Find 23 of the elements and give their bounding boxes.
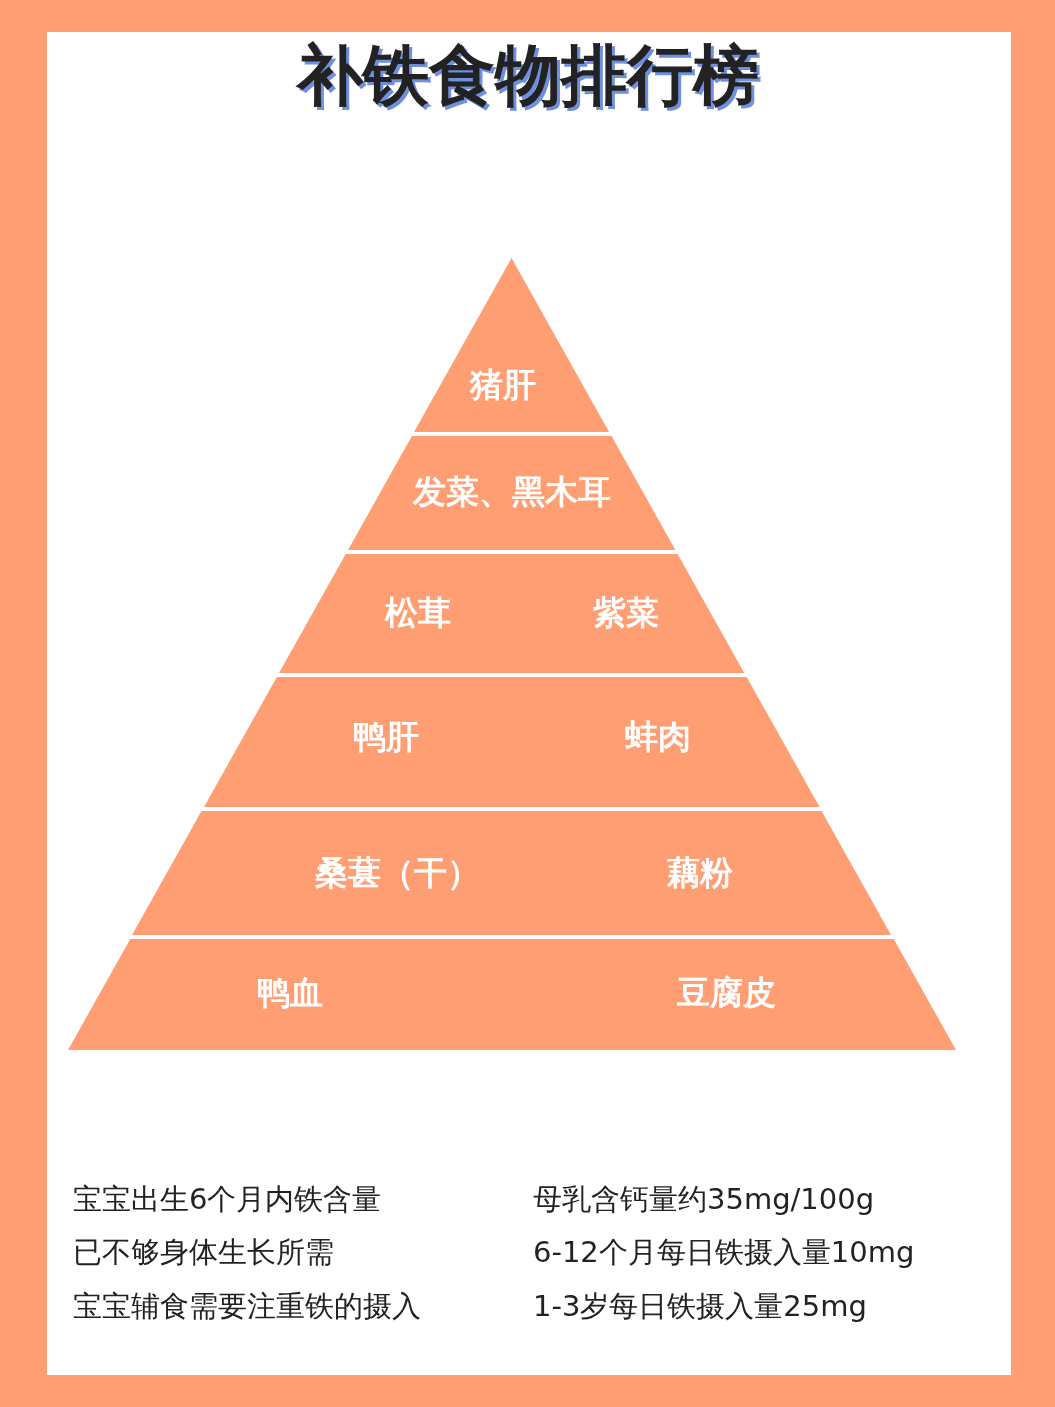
- pyramid-tier: [204, 677, 820, 807]
- food-name: 松茸: [385, 591, 451, 634]
- pyramid-tier: [132, 811, 892, 935]
- pyramid-tier: [279, 554, 745, 673]
- food-name: 猪肝: [470, 363, 536, 406]
- food-name: 蚌肉: [625, 715, 691, 758]
- food-name: 发菜、黑木耳: [413, 470, 611, 513]
- note-text: 1-3岁每日铁摄入量25mg: [533, 1288, 867, 1325]
- note-text: 宝宝出生6个月内铁含量: [73, 1181, 382, 1218]
- food-name: 鸭血: [257, 971, 323, 1014]
- food-name: 鸭肝: [353, 715, 419, 758]
- note-text: 宝宝辅食需要注重铁的摄入: [73, 1288, 421, 1325]
- food-name: 豆腐皮: [676, 971, 776, 1014]
- food-name: 藕粉: [667, 851, 733, 894]
- food-name: 紫菜: [593, 591, 659, 634]
- title: 补铁食物排行榜: [294, 40, 760, 113]
- food-name: 桑葚（干）: [315, 851, 481, 894]
- note-text: 6-12个月每日铁摄入量10mg: [533, 1234, 915, 1271]
- note-text: 已不够身体生长所需: [73, 1234, 334, 1271]
- pyramid-tier: [68, 939, 956, 1050]
- pyramid-tier: [348, 436, 676, 550]
- note-text: 母乳含钙量约35mg/100g: [533, 1181, 875, 1218]
- pyramid-tier: [414, 258, 610, 432]
